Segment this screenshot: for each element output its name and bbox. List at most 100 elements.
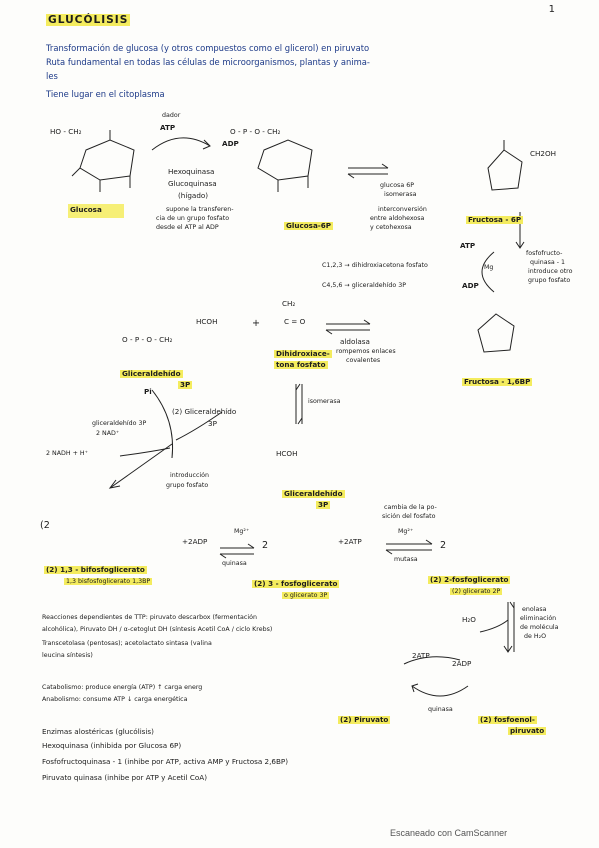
dhap-ch2: CH₂ (282, 299, 296, 308)
f6p-ring (487, 149, 523, 191)
enzyme-liver-note: (hígado) (178, 191, 209, 200)
step3-mg: Mg (484, 264, 494, 271)
enolase-enzyme: enolasa (522, 606, 547, 613)
dhap-label: Dihidroxiace- (274, 349, 332, 359)
tpp-note-1: Reacciones dependientes de TTP: piruvato… (42, 614, 257, 621)
mutase-note-2: sición del fosfato (382, 513, 436, 520)
g6p-phosphate-group: O - P - O - CH₂ (230, 127, 281, 136)
bpg-label: (2) 1,3 - bifosfoglicerato (44, 565, 147, 575)
gapdh-enzyme: gliceraldehído 3P (92, 420, 147, 427)
aldolase-enzyme: aldolasa (340, 337, 370, 346)
enzyme-hexokinase: Hexoquinasa (168, 167, 215, 176)
step3-enzyme-1: fosfofructo- (526, 250, 563, 257)
step7-mg: Mg²⁺ (234, 528, 250, 535)
scanner-watermark: Escaneado con CamScanner (390, 828, 508, 838)
g3p-label: Gliceraldehído (120, 369, 183, 379)
pi-arrow (151, 389, 174, 459)
nadh-label: 2 NADH + H⁺ (46, 450, 88, 457)
enzyme-glucokinase: Glucoquinasa (168, 179, 217, 188)
tpp-note-3: Transcetolasa (pentosas); acetolactato s… (42, 640, 212, 647)
catabolism-note: Catabolismo: produce energía (ATP) ↑ car… (42, 684, 203, 691)
g3p-phosphate: O - P - O - CH₂ (122, 335, 173, 344)
pg2-label: (2) 2-fosfoglicerato (428, 575, 511, 585)
step2-note-1: interconversión (378, 206, 427, 213)
step1-note-2: cia de un grupo fosfato (156, 215, 230, 222)
step2-note-3: y cetohexosa (370, 224, 412, 231)
nad-label: 2 NAD⁺ (96, 430, 120, 437)
pg2-label-2: (2) glicerato 2P (450, 588, 503, 596)
step7-coefficient: 2 (262, 540, 269, 551)
tpp-note-2: alcohólica), Piruvato DH / α-cetoglut DH… (42, 626, 273, 633)
dhap-co: C = O (284, 317, 306, 326)
pep-label-2: piruvato (508, 726, 547, 736)
dhap-label-2: tona fosfato (274, 360, 328, 370)
enolase-note-1: eliminación (520, 615, 557, 622)
g3p-label-3p: 3P (178, 380, 193, 390)
step7-enzyme: quinasa (222, 560, 247, 567)
step7-atp: +2ATP (338, 537, 362, 546)
step6-note-2: grupo fosfato (166, 482, 209, 489)
plus-sign: + (252, 318, 261, 329)
step1-note-3: desde el ATP al ADP (156, 224, 219, 231)
allosteric-pk: Piruvato quinasa (inhibe por ATP y Aceti… (42, 773, 208, 782)
gapdh-product-3p: 3P (208, 419, 217, 428)
g6p-ring (257, 139, 313, 181)
donor-label: dador (162, 112, 181, 119)
enolase-note-2: de molécula (520, 624, 559, 631)
step2-enzyme-2: isomerasa (384, 191, 417, 198)
g3p-hcoh: HCOH (196, 317, 218, 326)
page-number: 1 (548, 4, 555, 15)
tpp-note-4: leucina síntesis) (42, 652, 93, 659)
pk-arrow (411, 685, 469, 697)
step7-open-paren: (2 (40, 520, 50, 531)
step8-coefficient: 2 (440, 540, 447, 551)
enolase-note-3: de H₂O (524, 633, 547, 640)
step6-note-1: introducción (170, 472, 210, 479)
step3-enzyme-3: introduce otro (528, 268, 573, 275)
bpg-label-2: 1,3 bisfosfoglicerato 1,3BP (64, 578, 153, 586)
g3p2-hcoh: HCOH (276, 449, 298, 458)
step3-adp: ADP (462, 281, 479, 290)
step1-note-1: supone la transferen- (166, 206, 234, 213)
gapdh-product: (2) Gliceraldehído (172, 407, 237, 416)
f6p-label: Fructosa - 6P (466, 215, 524, 225)
aldolase-note-1: rompemos enlaces (336, 348, 396, 355)
anabolism-note: Anabolismo: consume ATP ↓ carga energéti… (42, 696, 188, 703)
isomerase-label: isomerasa (308, 398, 341, 405)
step1-adp: ADP (222, 139, 239, 148)
g3p2-label-3p: 3P (316, 500, 331, 510)
g6p-label: Glucosa-6P (284, 221, 334, 231)
f6p-ch2oh: CH2OH (530, 149, 557, 158)
aldolase-note-2: covalentes (346, 357, 381, 364)
pg3-label-2: o glicerato 3P (282, 592, 330, 600)
mutase-note-1: cambia de la po- (384, 504, 437, 511)
enolase-water: H₂O (462, 615, 476, 624)
pyruvate-label: (2) Piruvato (338, 715, 391, 725)
f16bp-ring (477, 313, 515, 353)
intro-line-1: Transformación de glucosa (y otros compu… (46, 43, 370, 53)
step1-atp: ATP (160, 123, 176, 132)
intro-line-3: les (46, 71, 58, 81)
step2-enzyme-1: glucosa 6P (380, 182, 414, 189)
g3p2-label: Gliceraldehído (282, 489, 345, 499)
pep-label: (2) fosfoenol- (478, 715, 537, 725)
pg3-label: (2) 3 - fosfoglicerato (252, 579, 340, 589)
page-title: GLUCÓLISIS (46, 14, 131, 27)
step2-note-2: entre aldohexosa (370, 215, 425, 222)
intro-line-4: Tiene lugar en el citoplasma (46, 89, 165, 99)
step3-enzyme-2: quinasa - 1 (530, 259, 566, 266)
hexokinase-arrow (151, 137, 211, 151)
mutase-mg: Mg²⁺ (398, 528, 414, 535)
pk-adp: 2ADP (452, 659, 472, 668)
f16bp-label: Fructosa - 1,6BP (462, 377, 533, 387)
step7-adp: +2ADP (182, 537, 208, 546)
glucose-ring (79, 139, 135, 181)
glucose-label: Glucosa (70, 205, 102, 214)
allosteric-pfk: Fosfofructoquinasa - 1 (inhibe por ATP, … (42, 757, 289, 766)
pk-enzyme: quinasa (428, 706, 453, 713)
allosteric-title: Enzimas alostéricas (glucólisis) (42, 727, 154, 736)
pk-atp: 2ATP (412, 651, 430, 660)
step3-enzyme-4: grupo fosfato (528, 277, 571, 284)
pi-label: Pi (144, 387, 152, 396)
